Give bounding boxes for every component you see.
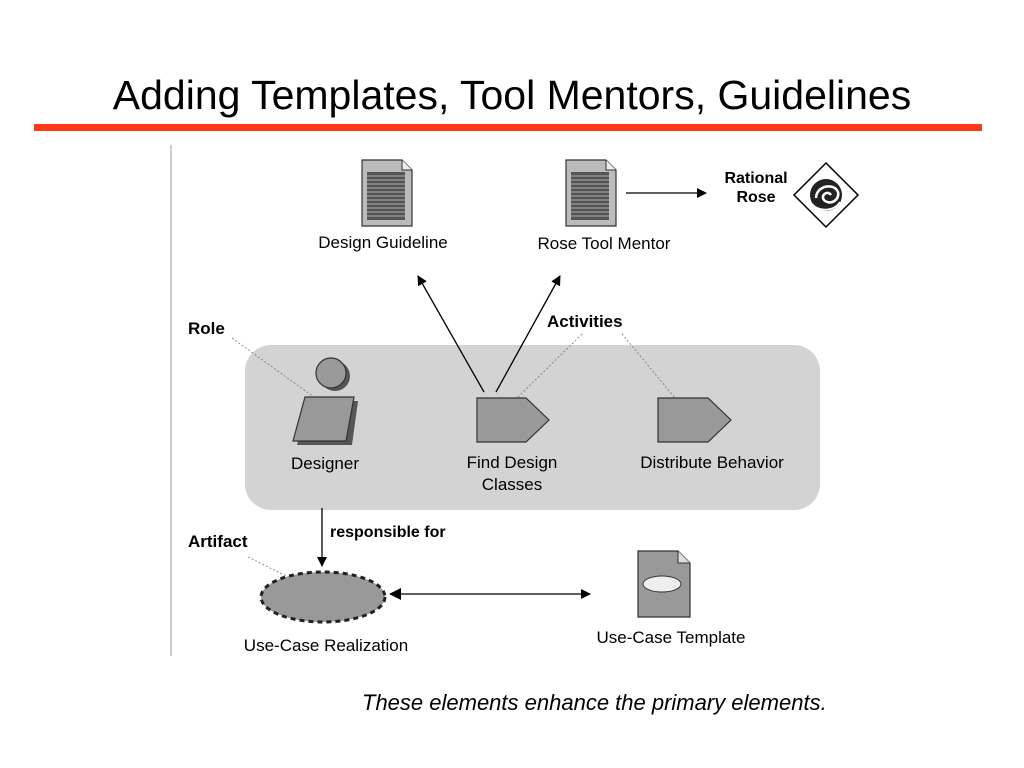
role-pointer-line — [231, 337, 319, 401]
distribute-behavior-label: Distribute Behavior — [640, 453, 784, 472]
design-guideline-document-icon — [361, 159, 413, 227]
find-design-to-tool-mentor-arrow — [495, 275, 561, 393]
distribute-behavior-activity-icon — [657, 397, 732, 443]
use-case-template-document-icon — [637, 550, 691, 618]
rational-rose-label-line1: Rational — [724, 170, 787, 187]
role-heading: Role — [188, 319, 225, 338]
activities-pointer-line-1 — [509, 333, 583, 406]
use-case-realization-label: Use-Case Realization — [244, 636, 408, 655]
activities-pointer-line-2 — [621, 333, 686, 411]
artifact-heading: Artifact — [188, 532, 248, 551]
rational-rose-label-line2: Rose — [736, 189, 775, 206]
use-case-template-label: Use-Case Template — [597, 628, 746, 647]
designer-role-icon — [292, 357, 358, 445]
find-design-classes-label-line2: Classes — [482, 475, 542, 494]
title-underline — [34, 124, 982, 131]
slide-title: Adding Templates, Tool Mentors, Guidelin… — [112, 72, 912, 118]
rational-rose-logo-icon — [792, 161, 860, 229]
rose-tool-mentor-document-icon — [565, 159, 617, 227]
find-design-classes-label-line1: Find Design — [467, 453, 558, 472]
activities-heading: Activities — [547, 312, 623, 331]
designer-label: Designer — [291, 454, 359, 473]
responsible-for-label: responsible for — [330, 524, 446, 541]
use-case-realization-icon — [259, 570, 387, 624]
slide-caption: These elements enhance the primary eleme… — [362, 690, 827, 715]
design-guideline-label: Design Guideline — [318, 233, 447, 252]
find-design-to-guideline-arrow — [417, 275, 485, 393]
rose-tool-mentor-label: Rose Tool Mentor — [538, 234, 671, 253]
find-design-classes-activity-icon — [476, 397, 550, 443]
